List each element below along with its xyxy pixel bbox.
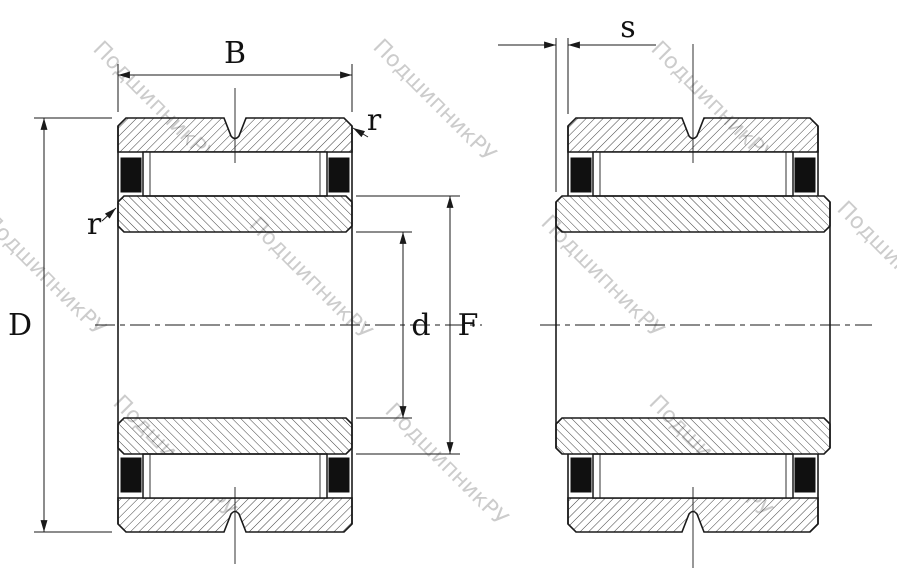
dim-r-leader <box>101 207 117 222</box>
left-seal <box>120 457 142 493</box>
dim-label-r-left: r <box>87 207 102 242</box>
watermark-text: ПодшипникРУ <box>380 399 513 532</box>
watermark-text: ПодшипникРУ <box>368 35 501 168</box>
left-seal <box>120 157 142 193</box>
dim-label-r-top: r <box>367 103 382 138</box>
left-outer-ring-bottom-section <box>117 497 353 533</box>
right-outer-ring-top-section <box>567 117 819 153</box>
right-seal <box>794 157 816 193</box>
watermark-text: ПодшипникРУ <box>832 197 897 330</box>
dimension-annotations: B D d F r r s <box>8 10 656 533</box>
dim-label-d: d <box>411 308 430 343</box>
left-view-bearing-section <box>95 88 482 564</box>
left-inner-ring-bottom-section <box>117 417 353 455</box>
dim-r-leader <box>352 127 369 138</box>
left-outer-ring-top-section <box>117 117 353 153</box>
left-seal <box>328 457 350 493</box>
right-seal <box>570 457 592 493</box>
dim-label-F: F <box>458 308 479 343</box>
right-inner-ring-bottom-section <box>555 417 831 455</box>
left-inner-ring-top-section <box>117 195 353 233</box>
dim-label-B: B <box>224 36 246 71</box>
right-view-bearing-section <box>540 44 872 568</box>
dim-label-D: D <box>8 308 32 343</box>
dim-label-s: s <box>620 10 635 45</box>
right-inner-ring-top-section <box>555 195 831 233</box>
right-seal <box>794 457 816 493</box>
right-seal <box>570 157 592 193</box>
left-seal <box>328 157 350 193</box>
right-outer-ring-bottom-section <box>567 497 819 533</box>
